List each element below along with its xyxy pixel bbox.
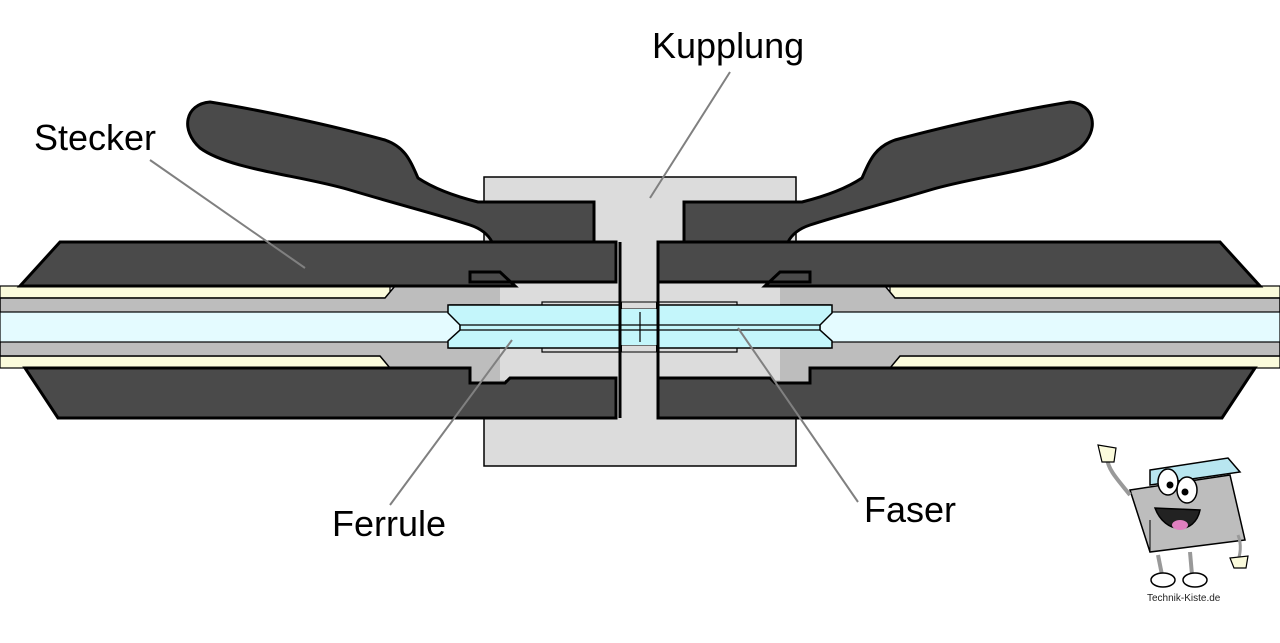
label-kupplung: Kupplung xyxy=(652,25,805,66)
right-fiber-core xyxy=(819,311,1280,343)
left-fiber-core xyxy=(0,311,461,343)
alignment-sleeve-center-top xyxy=(621,301,657,310)
right-cable-buffer-top xyxy=(889,285,1280,299)
faser-leader-line xyxy=(737,327,859,503)
left-connector-housing-top xyxy=(16,240,618,288)
right-connector-housing-top xyxy=(656,240,1264,288)
technik-kiste-logo-mascot xyxy=(1097,444,1249,588)
ferrule-center-joint xyxy=(621,309,657,345)
left-cable-buffer-bottom xyxy=(0,355,391,369)
logo-text: Technik-Kiste.de xyxy=(1147,593,1221,604)
ferrule-leader-line xyxy=(389,339,513,506)
alignment-sleeve-center-bottom xyxy=(621,344,657,353)
kupplung-leader-line xyxy=(649,71,731,199)
right-connector-housing-bottom xyxy=(656,366,1258,420)
right-ferrule xyxy=(640,304,833,349)
label-stecker: Stecker xyxy=(34,117,157,158)
right-latch-lever xyxy=(682,100,1094,244)
left-ferrule xyxy=(447,304,640,349)
right-cable-buffer-bottom xyxy=(889,355,1280,369)
stecker-leader-line xyxy=(149,159,306,269)
left-connector-housing-bottom xyxy=(22,366,618,420)
label-ferrule: Ferrule xyxy=(332,503,447,544)
left-cable-buffer-top xyxy=(0,285,391,299)
label-faser: Faser xyxy=(864,489,957,530)
left-latch-lever xyxy=(186,100,596,244)
